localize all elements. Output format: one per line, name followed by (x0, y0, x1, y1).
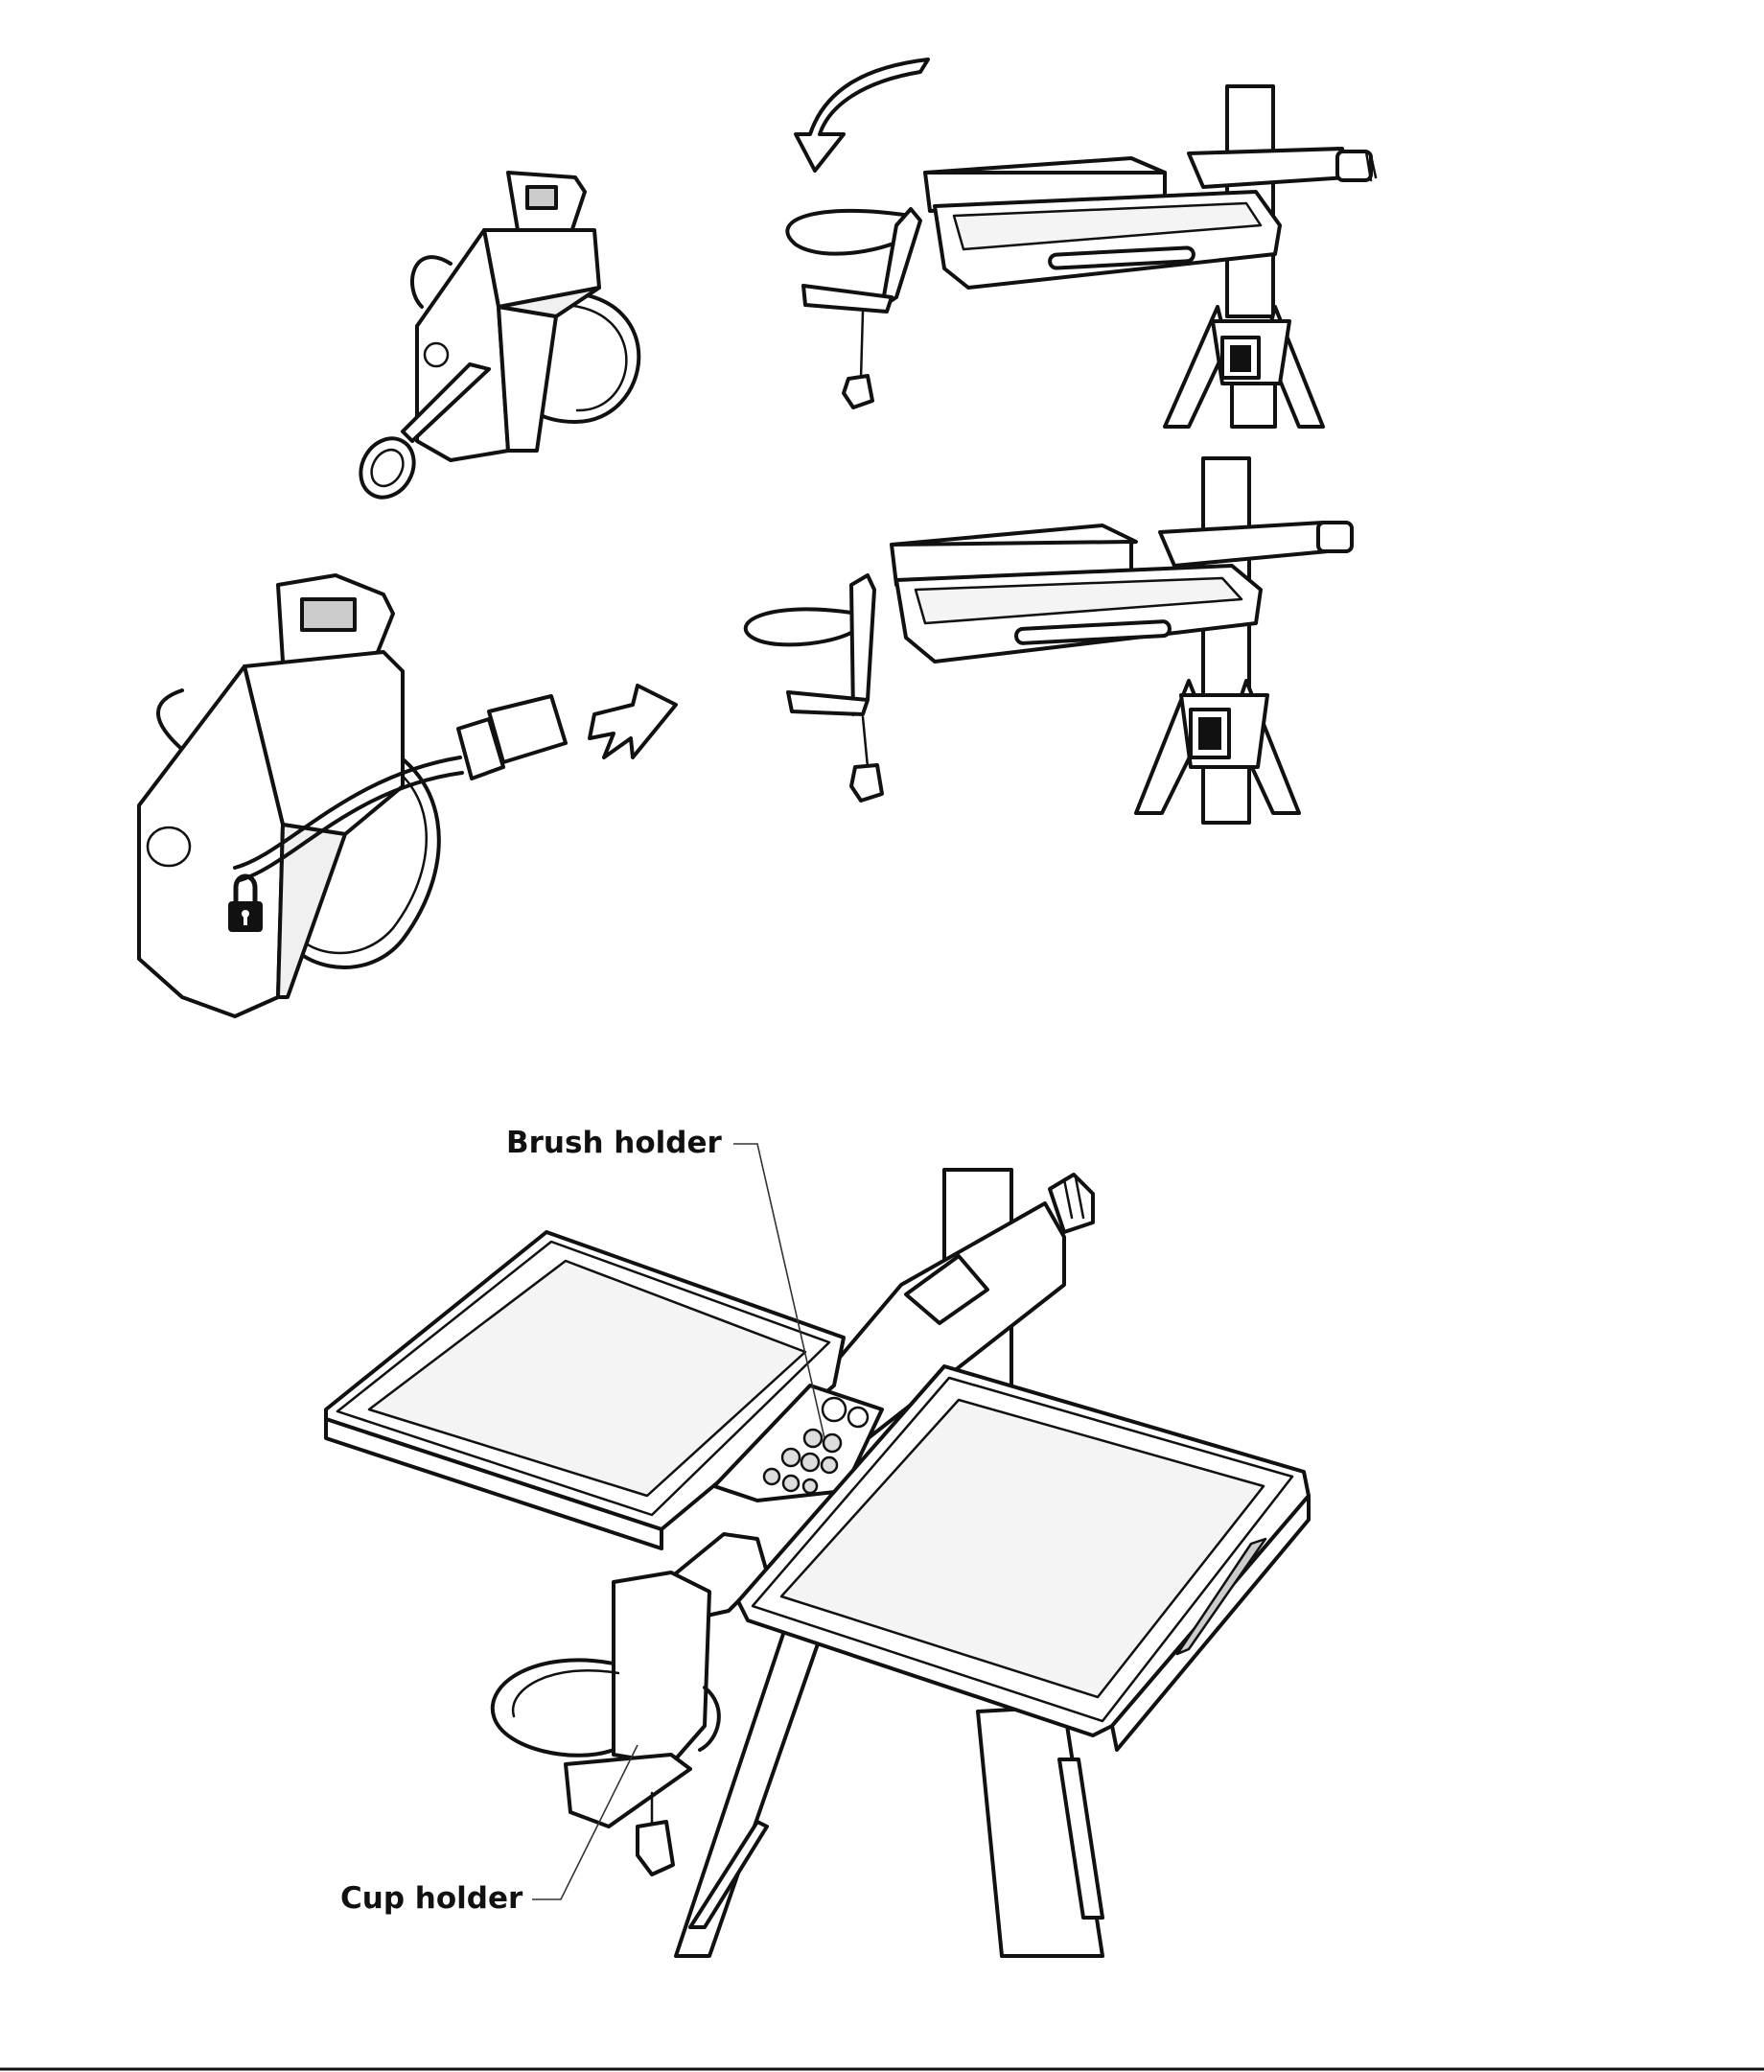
cup-holder-callout: Cup holder (340, 1744, 638, 1916)
cup-holder-label: Cup holder (340, 1881, 523, 1916)
clamp-detail-open (359, 171, 641, 500)
curved-arrow-icon (794, 58, 930, 173)
easel-tray-assembly-bottom (743, 456, 1354, 825)
lock-icon (228, 873, 263, 932)
clamp-detail-locked (137, 573, 678, 1018)
tray-detail-view (324, 1168, 1311, 1958)
arrow-right-icon (588, 684, 678, 759)
brush-holder-label: Brush holder (506, 1126, 723, 1160)
easel-tray-assembly-top (785, 58, 1378, 429)
brush-holder-callout: Brush holder (506, 1126, 825, 1439)
brush-holder-holes (762, 1396, 870, 1495)
